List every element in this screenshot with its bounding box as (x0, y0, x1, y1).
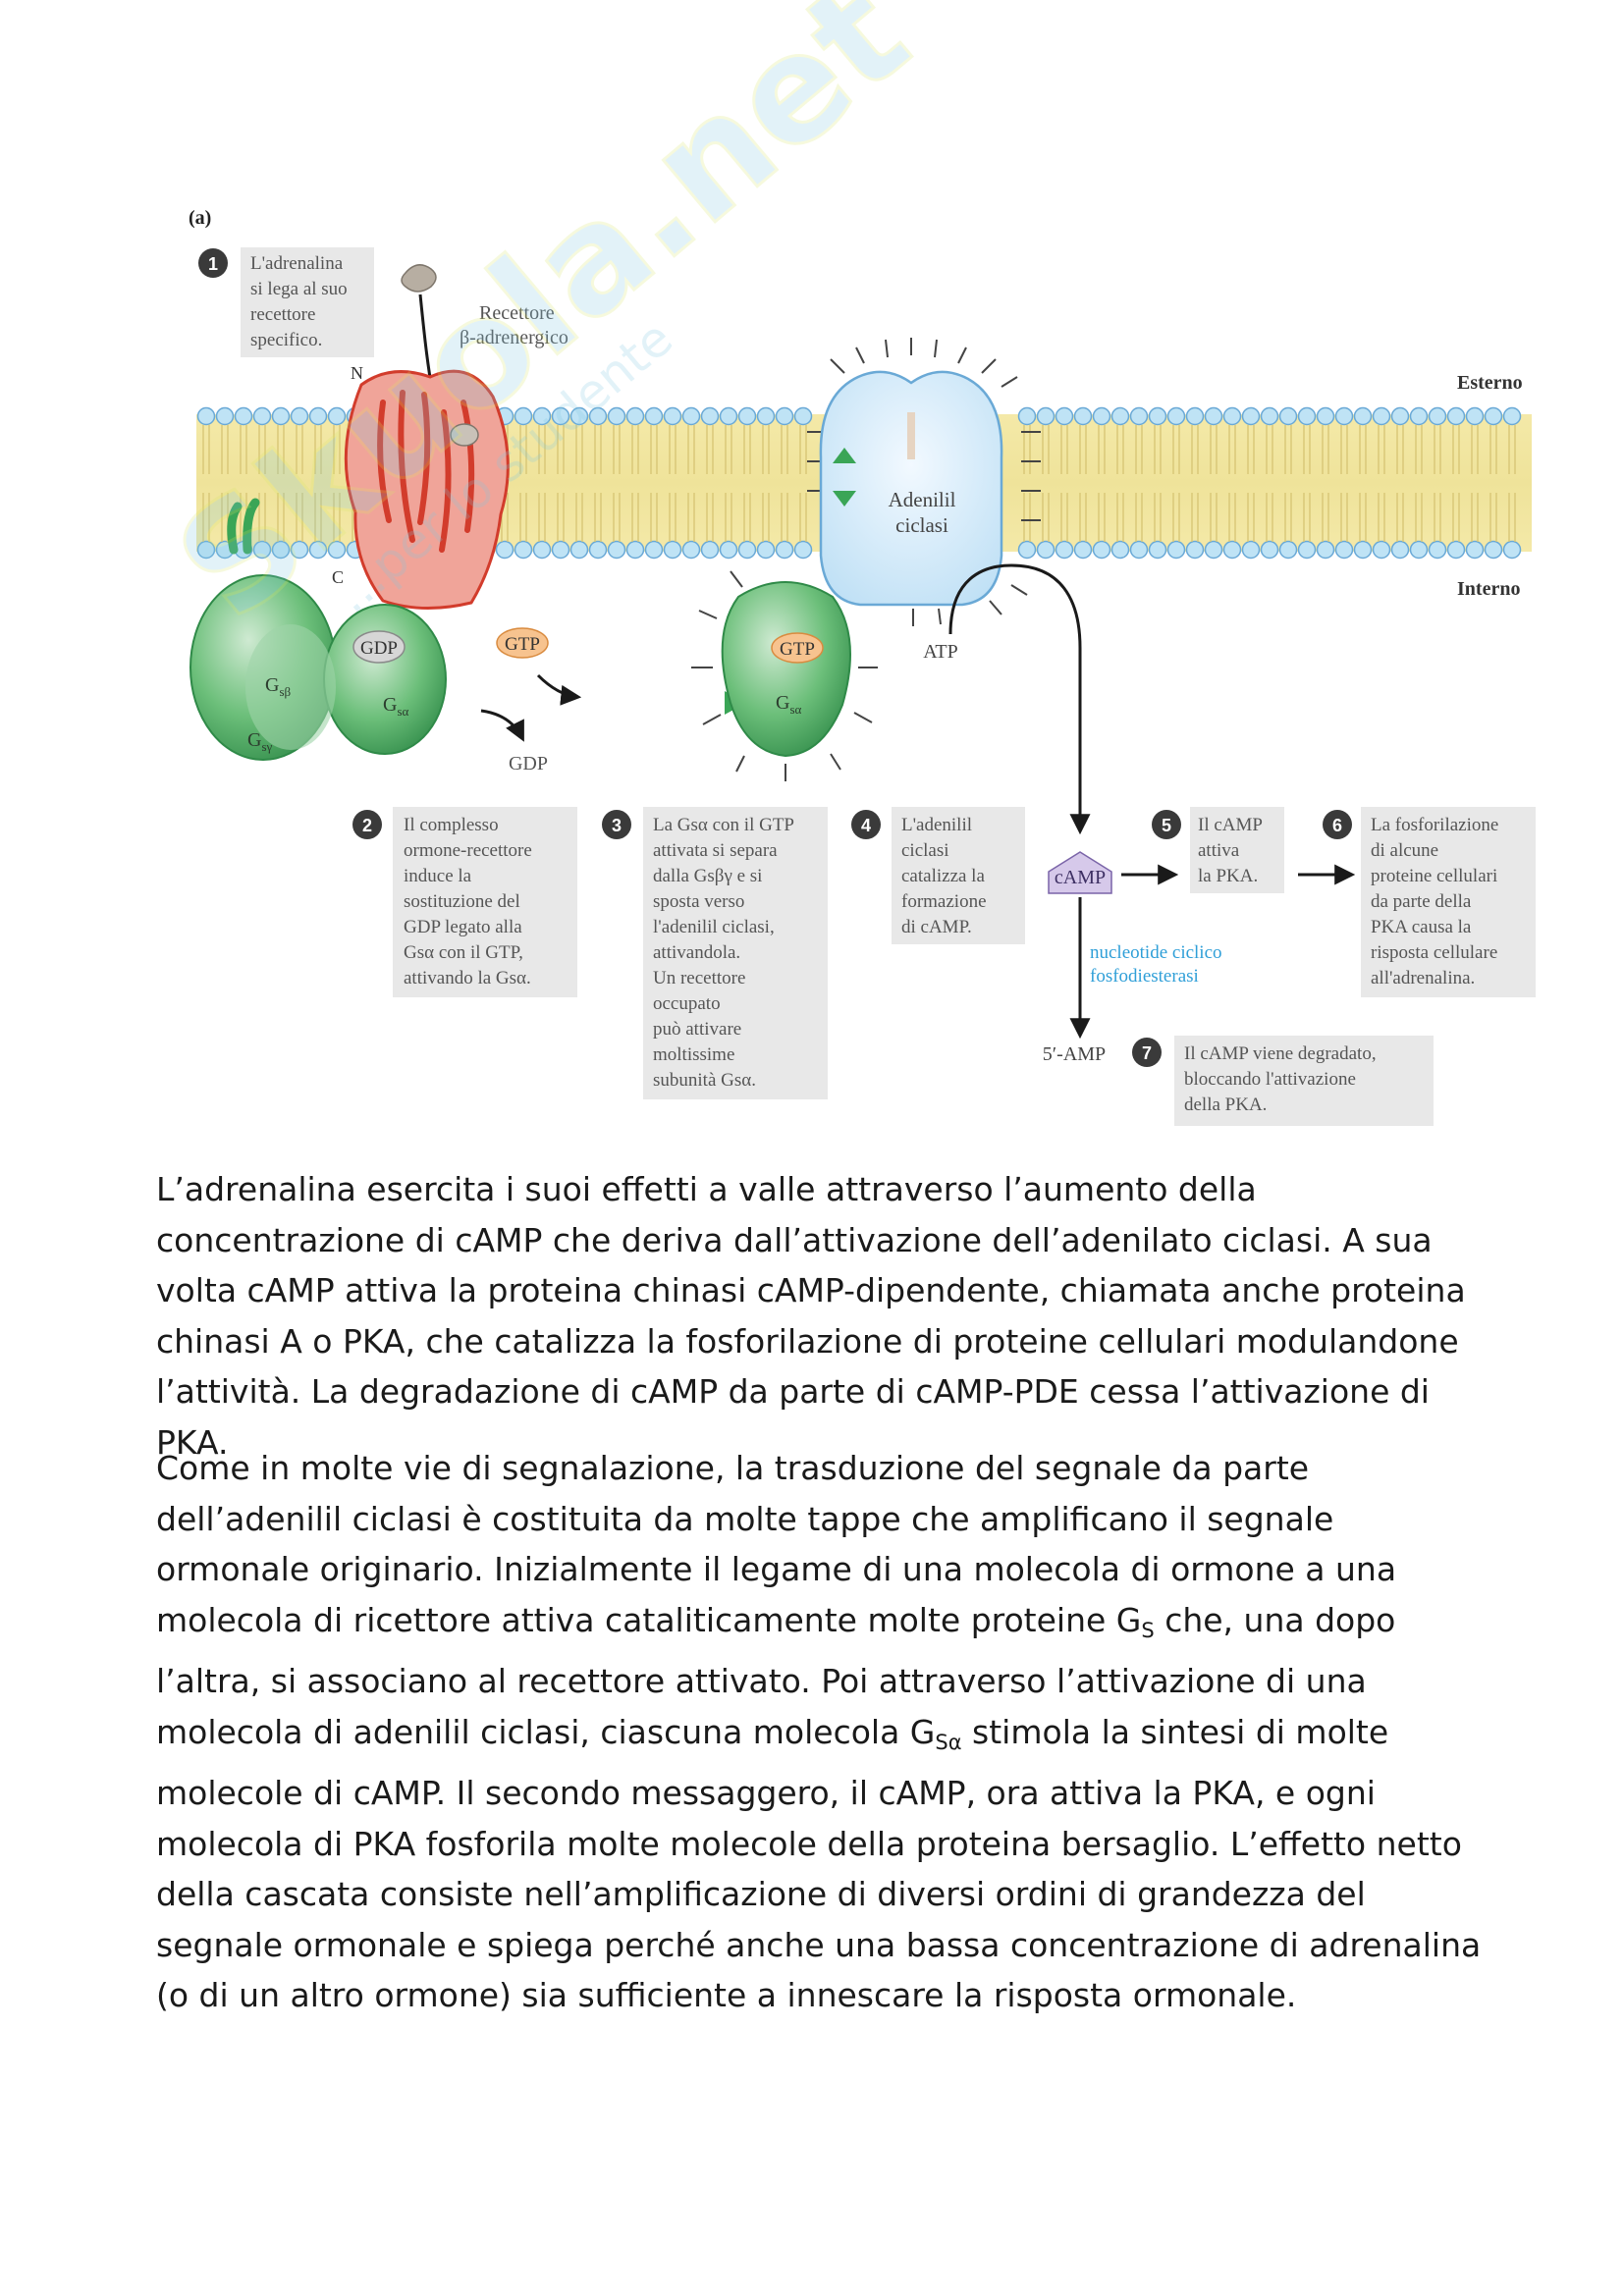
pde-label-2: fosfodiesterasi (1090, 966, 1199, 987)
adrenaline-molecule (402, 265, 436, 292)
atp-label: ATP (923, 641, 958, 663)
n-terminal: N (351, 363, 363, 383)
step-text-line: proteine cellulari (1371, 866, 1497, 886)
atp-conversion-arrow (950, 565, 1080, 830)
svg-text:ciclasi: ciclasi (895, 513, 948, 537)
gdp-release-arrow (481, 711, 522, 738)
step-2: 2 Il complesso ormone-recettore induce la s… (352, 807, 577, 997)
step-text-line: formazione (901, 891, 987, 912)
c-terminal: C (332, 567, 344, 587)
svg-text:GDP: GDP (360, 638, 398, 659)
panel-label: (a) (189, 207, 211, 229)
step-text-line: La fosforilazione (1371, 815, 1498, 835)
paragraph-1: L’adrenalina esercita i suoi effetti a v… (156, 1164, 1491, 1468)
step-text-line: subunità Gsα. (653, 1070, 756, 1091)
step-text-line: si lega al suo (250, 279, 348, 299)
step-text-line: la PKA. (1198, 866, 1258, 886)
inside-label: Interno (1457, 578, 1520, 600)
step-text-line: all'adrenalina. (1371, 968, 1475, 988)
svg-text:3: 3 (612, 816, 622, 835)
step-text-line: di cAMP. (901, 917, 972, 937)
camp-molecule: cAMP (1049, 852, 1111, 893)
signaling-diagram: (a) Esterno Interno 1 L'adrenalina si leg… (0, 0, 1624, 1139)
svg-text:GTP: GTP (505, 634, 540, 655)
svg-text:2: 2 (362, 816, 372, 835)
step-text-line: Un recettore (653, 968, 745, 988)
step-text-line: specifico. (250, 330, 322, 350)
step-text-line: della PKA. (1184, 1095, 1267, 1115)
paragraph-2: Come in molte vie di segnalazione, la tr… (156, 1443, 1491, 2021)
step-text-line: da parte della (1371, 891, 1472, 912)
step-text-line: di alcune (1371, 840, 1438, 861)
step-text-line: moltissime (653, 1044, 734, 1065)
step-text-line: Il complesso (404, 815, 499, 835)
step-text-line: sostituzione del (404, 891, 520, 912)
beta-adrenergic-receptor: N C (332, 363, 508, 609)
step-text-line: L'adrenalina (250, 253, 344, 274)
step-text-line: sposta verso (653, 891, 744, 912)
gdp-released: GDP (509, 753, 548, 774)
gtp-incoming: GTP (497, 628, 548, 658)
gdp-bound: GDP (353, 631, 405, 663)
step-text-line: GDP legato alla (404, 917, 522, 937)
step-6: 6 La fosforilazione di alcune proteine cel… (1323, 807, 1536, 997)
step-5: 5 Il cAMP attiva la PKA. (1152, 807, 1284, 893)
pde-label-1: nucleotide ciclico (1090, 942, 1222, 963)
step-text-line: attivandola. (653, 942, 740, 963)
svg-text:7: 7 (1142, 1043, 1152, 1063)
step-text-line: l'adenilil ciclasi, (653, 917, 775, 937)
svg-text:GTP: GTP (780, 639, 815, 660)
step-text-line: L'adenilil (901, 815, 972, 835)
step-text-line: attivando la Gsα. (404, 968, 531, 988)
svg-text:cAMP: cAMP (1055, 867, 1106, 888)
step-text-line: recettore (250, 304, 315, 325)
step-text-line: Gsα con il GTP, (404, 942, 523, 963)
step-1: 1 L'adrenalina si lega al suo recettore spe… (198, 247, 374, 357)
svg-text:5: 5 (1162, 816, 1171, 835)
step-text-line: occupato (653, 993, 721, 1014)
receptor-label-1: Recettore (479, 302, 555, 324)
step-text-line: può attivare (653, 1019, 741, 1040)
step-text-line: risposta cellulare (1371, 942, 1497, 963)
receptor-label-2: β-adrenergico (460, 327, 568, 348)
svg-text:6: 6 (1332, 816, 1342, 835)
step-text-line: ciclasi (901, 840, 949, 861)
step-text-line: Il cAMP (1198, 815, 1263, 835)
step-text-line: PKA causa la (1371, 917, 1472, 937)
svg-text:Adenilil: Adenilil (889, 488, 956, 511)
svg-text:4: 4 (861, 816, 871, 835)
step-text-line: Il cAMP viene degradato, (1184, 1043, 1377, 1064)
outside-label: Esterno (1457, 372, 1523, 394)
step-text-line: attiva (1198, 840, 1240, 861)
step-text-line: induce la (404, 866, 472, 886)
step-7: 7 Il cAMP viene degradato, bloccando l'at… (1132, 1036, 1434, 1126)
step-text-line: dalla Gsβγ e si (653, 866, 762, 886)
gtp-arrow (538, 675, 577, 697)
step-text-line: bloccando l'attivazione (1184, 1069, 1356, 1090)
step-text-line: La Gsα con il GTP (653, 815, 794, 835)
svg-text:1: 1 (208, 254, 218, 274)
step-text-line: catalizza la (901, 866, 985, 886)
step-4: 4 L'adenilil ciclasi catalizza la formazion… (851, 807, 1025, 944)
step-3: 3 La Gsα con il GTP attivata si separa dal… (602, 807, 828, 1099)
step-text-line: ormone-recettore (404, 840, 532, 861)
amp-label: 5′-AMP (1043, 1043, 1106, 1065)
step-text-line: attivata si separa (653, 840, 778, 861)
